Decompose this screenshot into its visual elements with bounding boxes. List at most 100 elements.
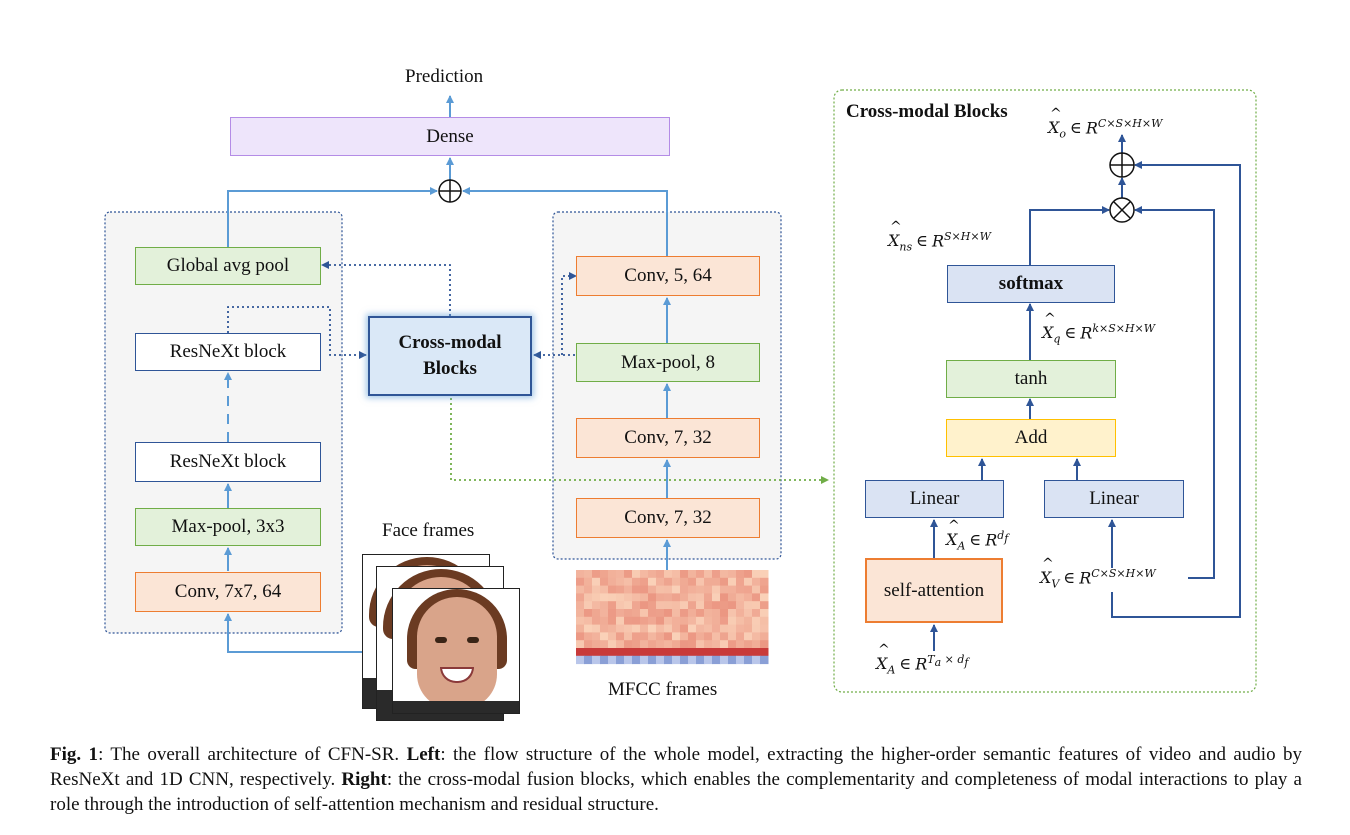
mfcc-cell [592, 655, 601, 665]
mfcc-cell [656, 648, 665, 657]
xv-sub: V [1051, 577, 1060, 591]
arrow-video-to-sum [227, 187, 438, 247]
mfcc-cell [736, 655, 745, 665]
xa1-set: R [985, 530, 998, 550]
mfcc-cell [600, 616, 609, 626]
xa2-set: R [915, 654, 928, 674]
mfcc-cell [744, 609, 753, 618]
mfcc-cell [592, 640, 601, 649]
mfcc-cell [752, 640, 761, 649]
mfcc-cell [584, 624, 593, 633]
mfcc-cell [720, 616, 729, 626]
mfcc-cell [640, 570, 649, 579]
mfcc-cell [672, 624, 681, 633]
mfcc-cell [576, 655, 585, 665]
mfcc-cell [712, 632, 721, 641]
mfcc-cell [752, 624, 761, 633]
xq-sub: q [1053, 332, 1061, 346]
xa1-sup-sub: f [1004, 532, 1009, 546]
xns-sub: ns [899, 240, 913, 254]
mfcc-cell [720, 624, 729, 633]
mfcc-cell [632, 616, 641, 626]
mfcc-cell [632, 632, 641, 641]
mfcc-cell [648, 601, 657, 610]
mfcc-cell [760, 616, 769, 626]
mfcc-cell [672, 601, 681, 610]
mfcc-cell [704, 648, 713, 657]
multiply-node-icon [1109, 197, 1135, 223]
face-frames-label: Face frames [382, 520, 475, 541]
mfcc-cell [576, 601, 585, 610]
mfcc-cell [744, 601, 753, 610]
mfcc-cell [600, 640, 609, 649]
mfcc-cell [624, 585, 633, 594]
mfcc-cell [640, 624, 649, 633]
mfcc-cell [688, 570, 697, 579]
mfcc-cell [752, 593, 761, 602]
mfcc-cell [752, 577, 761, 587]
mfcc-cell [656, 609, 665, 618]
mfcc-cell [680, 601, 689, 610]
xo-annotation: Xo∈RC×S×H×W [1048, 106, 1163, 140]
mfcc-cell [640, 655, 649, 665]
mfcc-cell [640, 616, 649, 626]
mfcc-cell [752, 585, 761, 594]
mfcc-cell [728, 655, 737, 665]
mfcc-cell [584, 616, 593, 626]
mfcc-cell [744, 648, 753, 657]
caption-right-label: Right [341, 769, 387, 790]
mfcc-cell [672, 609, 681, 618]
mfcc-cell [744, 570, 753, 579]
mfcc-cell [624, 616, 633, 626]
mfcc-cell [632, 593, 641, 602]
face-frame-front [392, 588, 520, 714]
mfcc-cell [616, 593, 625, 602]
mfcc-cell [584, 609, 593, 618]
mfcc-cell [648, 648, 657, 657]
mfcc-cell [656, 624, 665, 633]
figure-caption: Fig. 1: The overall architecture of CFN-… [50, 742, 1302, 817]
mfcc-cell [608, 632, 617, 641]
xns-sup: S×H×W [944, 230, 991, 243]
xo-set: R [1085, 118, 1098, 138]
mfcc-cell [680, 570, 689, 579]
mfcc-cell [608, 570, 617, 579]
mfcc-cell [592, 609, 601, 618]
arrow-face-to-conv [224, 613, 362, 653]
mfcc-cell [680, 593, 689, 602]
mfcc-cell [680, 609, 689, 618]
xa2-sup-a-sub: a [934, 656, 942, 670]
mfcc-cell [664, 577, 673, 587]
mfcc-cell [664, 624, 673, 633]
mfcc-cell [640, 648, 649, 657]
mfcc-cell [640, 609, 649, 618]
mfcc-cell [728, 577, 737, 587]
mfcc-cell [648, 616, 657, 626]
mfcc-cell [616, 601, 625, 610]
mfcc-cell [600, 577, 609, 587]
mfcc-cell [720, 609, 729, 618]
mfcc-frames-label: MFCC frames [608, 679, 718, 700]
mfcc-cell [680, 648, 689, 657]
mfcc-cell [648, 585, 657, 594]
mfcc-cell [640, 585, 649, 594]
mfcc-cell [736, 609, 745, 618]
mfcc-cell [680, 616, 689, 626]
mfcc-cell [656, 593, 665, 602]
xo-sup: C×S×H×W [1097, 117, 1163, 130]
mfcc-cell [720, 585, 729, 594]
mfcc-cell [624, 640, 633, 649]
mfcc-cell [600, 655, 609, 665]
mfcc-cell [744, 616, 753, 626]
mfcc-cell [648, 655, 657, 665]
mfcc-cell [616, 577, 625, 587]
mfcc-cell [672, 640, 681, 649]
mfcc-cell [600, 632, 609, 641]
mfcc-cell [640, 632, 649, 641]
mfcc-cell [688, 616, 697, 626]
mfcc-cell [744, 593, 753, 602]
mfcc-cell [680, 624, 689, 633]
linear-right-box: Linear [1044, 480, 1184, 518]
mfcc-cell [696, 616, 705, 626]
mfcc-cell [728, 609, 737, 618]
